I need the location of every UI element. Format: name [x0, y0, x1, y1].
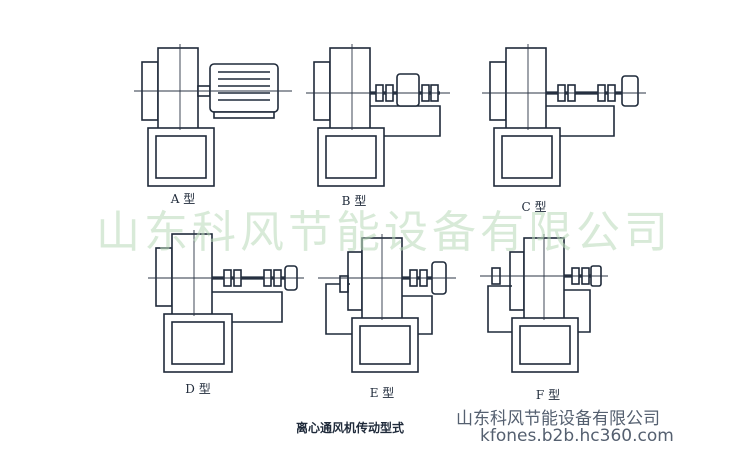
fan-type-b — [306, 44, 450, 187]
fan-base-frame — [147, 127, 215, 187]
watermark-site-url: kfones.b2b.hc360.com — [480, 426, 674, 446]
fan-base-frame — [163, 313, 233, 373]
watermark-company-small: 山东科风节能设备有限公司 — [456, 409, 660, 429]
inlet-flange — [489, 61, 507, 121]
fan-housing — [505, 47, 547, 131]
fan-base-inner — [519, 325, 571, 365]
label-type-b: B 型 — [341, 194, 367, 208]
belt-pulley — [621, 75, 639, 107]
fan-type-d — [148, 230, 304, 373]
inlet-side-bracket — [487, 285, 514, 333]
fan-base-inner — [325, 135, 377, 179]
motor-base — [213, 111, 275, 119]
label-type-a: A 型 — [170, 192, 196, 206]
watermark-company-large: 山东科风节能设备有限公司 — [96, 207, 672, 258]
inlet-flange — [509, 251, 525, 311]
fan-housing — [171, 233, 213, 317]
bearing-bracket — [564, 289, 591, 333]
fan-base-inner — [171, 321, 225, 365]
motor-fins — [218, 71, 270, 101]
fan-type-e — [318, 234, 456, 373]
fan-base-frame — [493, 127, 561, 187]
fan-base-inner — [155, 135, 207, 179]
inlet-side-bracket — [325, 283, 352, 335]
fan-base-frame — [351, 317, 419, 373]
fan-housing — [157, 47, 199, 131]
bearing-bracket — [212, 291, 283, 323]
label-type-e: E 型 — [369, 386, 395, 400]
diagram-caption: 离心通风机传动型式 — [296, 421, 405, 435]
fan-base-inner — [501, 135, 553, 179]
inlet-flange — [313, 61, 331, 121]
belt-pulley — [396, 73, 420, 107]
label-type-d: D 型 — [185, 382, 211, 396]
label-type-c: C 型 — [521, 200, 547, 214]
label-type-f: F 型 — [535, 388, 561, 402]
bearing-bracket — [402, 295, 433, 335]
fan-type-f — [480, 234, 608, 373]
fan-base-frame — [511, 317, 579, 373]
inlet-flange — [347, 251, 363, 311]
fan-base-frame — [317, 127, 385, 187]
fan-type-c — [482, 44, 646, 187]
bearing-bracket — [546, 105, 615, 137]
fan-type-a — [134, 44, 292, 187]
fan-base-inner — [359, 325, 411, 365]
fan-housing — [329, 47, 371, 131]
